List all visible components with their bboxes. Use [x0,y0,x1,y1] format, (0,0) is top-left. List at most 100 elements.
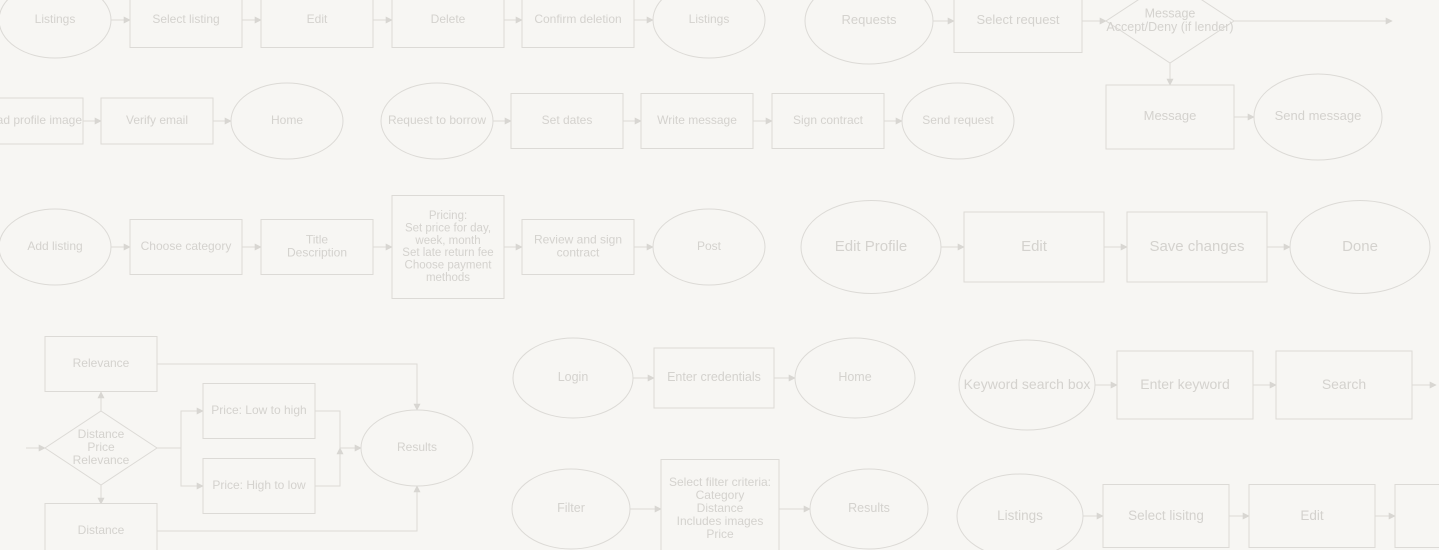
node-upload-profile-image-label: Upload profile image [0,113,82,127]
node-enter-credentials-shape [653,347,775,409]
node-send-request-shape [901,82,1015,160]
node-select-listing-label: Select listing [152,12,219,26]
node-results: Results [360,409,474,487]
node-keyword-search-box: Keyword search box [958,339,1096,431]
node-listings-start: Listings [0,0,112,59]
node-set-dates: Set dates [510,93,624,149]
node-sign-contract-shape [771,93,885,149]
node-message: Message [1105,84,1235,150]
node-select-listing-shape [129,0,243,48]
node-edit-label: Edit [1300,508,1324,523]
node-edit: Edit [1248,484,1376,548]
node-home: Home [794,337,916,419]
node-upload-profile-image-shape [0,97,84,145]
node-make: Mak [1394,484,1439,548]
node-request-to-borrow-label: Request to borrow [388,113,486,127]
node-distance-label: Distance [78,523,125,537]
connector-arrow [315,410,362,452]
node-edit-profile: Edit Profile [800,200,942,294]
node-results: Results [809,468,929,550]
connector-arrow [157,363,421,411]
node-home-label: Home [271,113,303,127]
node-send-request: Send request [901,82,1015,160]
node-write-message-shape [640,93,754,149]
node-set-dates-shape [510,93,624,149]
node-select-filter-criteria-shape [660,459,780,550]
node-message-label: Message [1144,108,1197,123]
node-home-shape [794,337,916,419]
node-enter-keyword: Enter keyword [1116,350,1254,420]
node-confirm-deletion-label: Confirm deletion [534,12,621,26]
node-request-to-borrow-shape [380,82,494,160]
node-filter-shape [511,468,631,550]
node-enter-credentials: Enter credentials [653,347,775,409]
node-choose-category-shape [129,219,243,275]
node-edit-shape [260,0,374,48]
node-add-listing: Add listing [0,208,112,286]
node-make-shape [1394,484,1439,548]
node-save-changes: Save changes [1126,211,1268,283]
node-save-changes-label: Save changes [1149,238,1244,255]
node-requests-shape [804,0,934,65]
connector-arrow [315,447,344,487]
node-sign-contract-label: Sign contract [793,113,864,127]
node-select-request-label: Select request [976,12,1059,27]
node-send-message-label: Send message [1275,108,1362,123]
node-verify-email: Verify email [100,97,214,145]
node-select-request-shape [953,0,1083,53]
node-edit-shape [1248,484,1376,548]
node-price-high-low-shape [202,458,316,514]
node-sign-contract: Sign contract [771,93,885,149]
node-done-shape [1289,200,1431,294]
node-edit-profile-label: Edit Profile [835,238,908,255]
flowchart-connectors [26,16,1437,532]
node-home-shape [230,82,344,160]
node-choose-category: Choose category [129,219,243,275]
node-select-listing-shape [1102,484,1230,548]
node-price-low-high-label: Price: Low to high [211,403,306,417]
node-edit-label: Edit [1021,238,1048,255]
node-verify-email-label: Verify email [126,113,188,127]
node-set-dates-label: Set dates [542,113,593,127]
node-title-description-shape [260,219,374,275]
node-send-message: Send message [1253,73,1383,161]
node-pricing-shape [391,195,505,299]
node-relevance-label: Relevance [73,356,130,370]
node-post-shape [652,208,766,286]
node-done: Done [1289,200,1431,294]
node-add-listing-label: Add listing [27,239,82,253]
node-search-shape [1275,350,1413,420]
node-login-label: Login [558,370,589,384]
node-price-low-high-shape [202,383,316,439]
node-requests: Requests [804,0,934,65]
node-enter-keyword-label: Enter keyword [1140,376,1229,392]
node-add-listing-shape [0,208,112,286]
node-relevance-shape [44,336,158,392]
node-write-message-label: Write message [657,113,737,127]
node-edit-label: Edit [307,12,328,26]
node-request-to-borrow: Request to borrow [380,82,494,160]
node-relevance: Relevance [44,336,158,392]
node-upload-profile-image: Upload profile image [0,97,84,145]
node-distance-shape [44,503,158,550]
node-edit: Edit [260,0,374,48]
node-send-request-label: Send request [922,113,994,127]
node-listings-end-label: Listings [689,12,730,26]
node-login-shape [512,337,634,419]
node-confirm-deletion-shape [521,0,635,48]
node-accept-deny-decision-shape [1105,0,1235,64]
node-distance: Distance [44,503,158,550]
node-delete-shape [391,0,505,48]
node-select-listing: Select listing [129,0,243,48]
node-sort-decision-shape [44,410,158,486]
node-home: Home [230,82,344,160]
node-enter-credentials-label: Enter credentials [667,370,761,384]
